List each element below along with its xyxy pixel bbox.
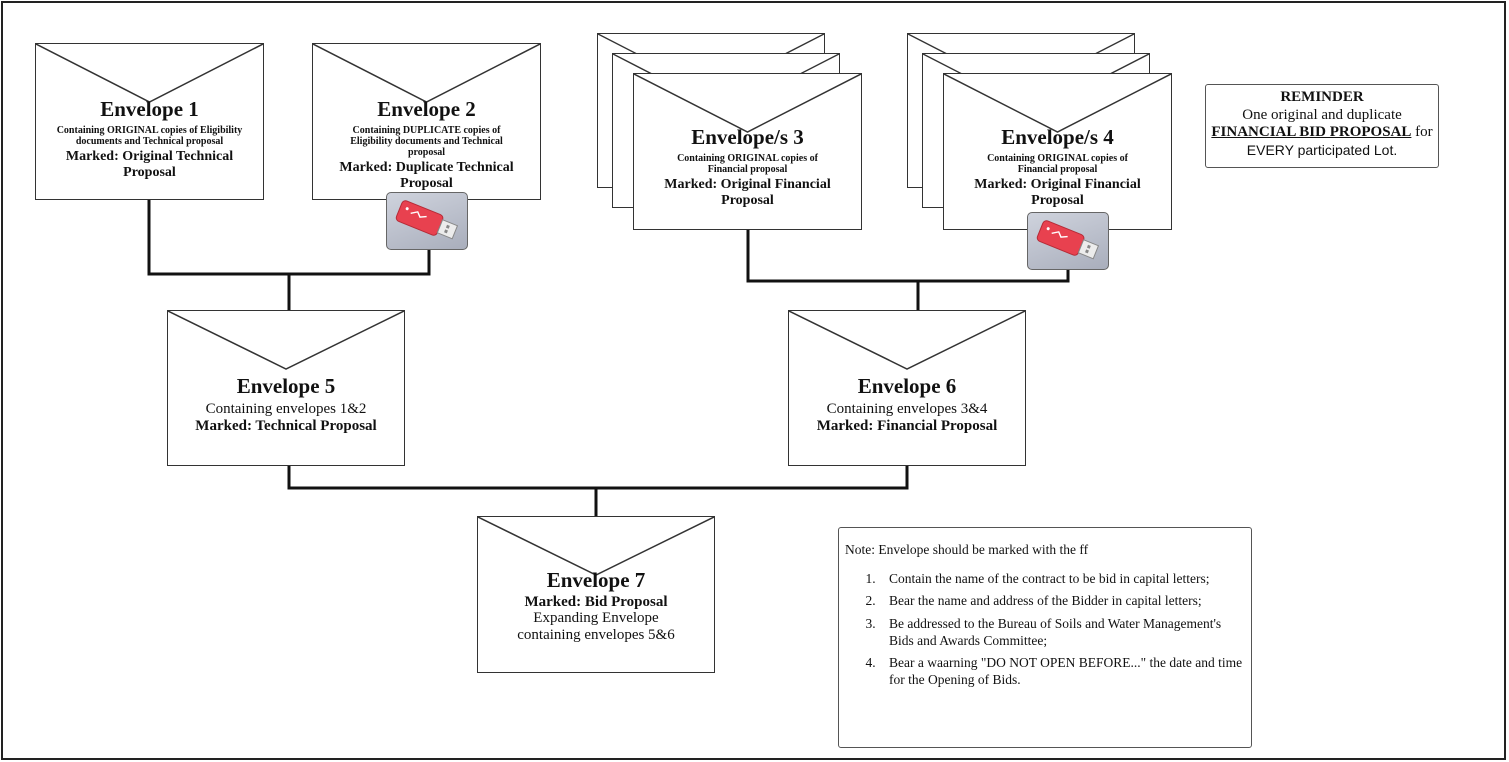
envelope-3: Envelope/s 3 Containing ORIGINAL copies … (633, 73, 862, 230)
envelope-4-title: Envelope/s 4 (1001, 125, 1114, 149)
envelope-1-contents: Containing ORIGINAL copies of Eligibilit… (56, 124, 243, 147)
envelope-flap-icon (478, 517, 714, 576)
note-list: Contain the name of the contract to be b… (849, 570, 1249, 694)
reminder-box: REMINDER One original and duplicate FINA… (1205, 84, 1439, 168)
envelope-7-marking: Marked: Bid Proposal (524, 593, 668, 610)
envelope-5-title: Envelope 5 (236, 374, 336, 398)
envelope-2: Envelope 2 Containing DUPLICATE copies o… (312, 43, 541, 200)
reminder-heading: REMINDER (1280, 89, 1364, 105)
envelope-flap-icon (168, 311, 404, 370)
envelope-flap-icon (634, 74, 861, 133)
envelope-4: Envelope/s 4 Containing ORIGINAL copies … (943, 73, 1172, 230)
envelope-3-marking: Marked: Original Financial Proposal (664, 176, 831, 208)
envelope-flap-icon (36, 44, 263, 103)
envelope-2-title: Envelope 2 (377, 97, 476, 121)
note-item-3: Be addressed to the Bureau of Soils and … (879, 615, 1249, 650)
envelope-1-marking: Marked: Original Technical Proposal (65, 148, 234, 180)
envelope-1-title: Envelope 1 (100, 97, 199, 121)
envelope-5-contents: Containing envelopes 1&2 (205, 400, 367, 417)
note-item-4: Bear a waarning "DO NOT OPEN BEFORE..." … (879, 654, 1249, 689)
note-item-1: Contain the name of the contract to be b… (879, 570, 1249, 587)
note-title: Note: Envelope should be marked with the… (845, 542, 1089, 557)
envelope-6-marking: Marked: Financial Proposal (816, 418, 998, 435)
envelope-4-marking: Marked: Original Financial Proposal (974, 176, 1141, 208)
envelope-2-contents: Containing DUPLICATE copies of Eligibili… (350, 124, 503, 158)
envelope-4-contents: Containing ORIGINAL copies of Financial … (987, 152, 1128, 175)
connector-env6 (596, 465, 909, 490)
envelope-7-contents: containing envelopes 5&6 (517, 627, 675, 644)
usb-flash-drive-icon (1036, 220, 1100, 260)
envelope-3-title: Envelope/s 3 (691, 125, 804, 149)
envelope-7-title: Envelope 7 (546, 568, 646, 592)
envelope-1: Envelope 1 Containing ORIGINAL copies of… (35, 43, 264, 200)
envelope-7: Envelope 7 Marked: Bid Proposal Expandin… (477, 516, 715, 673)
envelope-6-contents: Containing envelopes 3&4 (826, 400, 988, 417)
envelope-7-type: Expanding Envelope (533, 610, 659, 627)
usb-flash-drive-icon (395, 200, 459, 240)
envelope-5: Envelope 5 Containing envelopes 1&2 Mark… (167, 310, 405, 466)
usb-drive-tile-env4 (1027, 212, 1109, 270)
usb-drive-tile-env2 (386, 192, 468, 250)
reminder-line-2: FINANCIAL BID PROPOSAL for (1206, 124, 1438, 142)
connector-env1 (147, 200, 289, 276)
reminder-emphasis: FINANCIAL BID PROPOSAL (1211, 124, 1412, 141)
connector-env5 (287, 465, 596, 490)
note-box: Note: Envelope should be marked with the… (838, 527, 1252, 748)
connector-env4 (918, 270, 1070, 283)
reminder-line-3: EVERY participated Lot. (1246, 142, 1398, 159)
envelope-5-marking: Marked: Technical Proposal (195, 418, 377, 435)
envelope-flap-icon (313, 44, 540, 103)
envelope-6: Envelope 6 Containing envelopes 3&4 Mark… (788, 310, 1026, 466)
reminder-line-1: One original and duplicate (1242, 106, 1402, 123)
envelope-3-contents: Containing ORIGINAL copies of Financial … (677, 152, 818, 175)
note-item-2: Bear the name and address of the Bidder … (879, 592, 1249, 609)
connector-env3 (746, 230, 918, 283)
envelope-flap-icon (789, 311, 1025, 370)
envelope-flap-icon (944, 74, 1171, 133)
envelope-2-marking: Marked: Duplicate Technical Proposal (339, 160, 514, 191)
connector-env2 (289, 250, 431, 276)
reminder-emphasis-suffix: for (1411, 124, 1433, 141)
envelope-6-title: Envelope 6 (857, 374, 957, 398)
